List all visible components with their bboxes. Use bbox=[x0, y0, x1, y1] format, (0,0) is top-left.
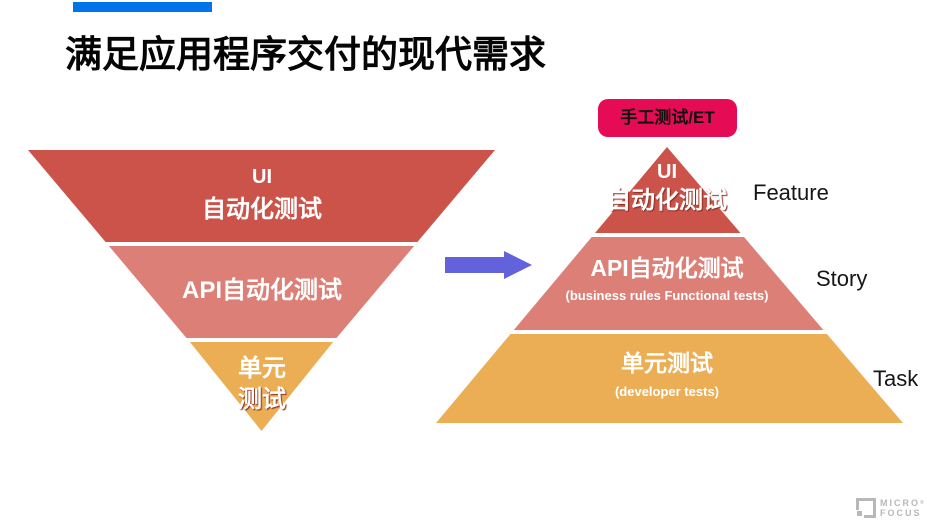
right-pyramid-unit-label: 单元测试 bbox=[621, 350, 713, 376]
manual-test-box bbox=[598, 99, 737, 137]
left-pyramid-ui-section bbox=[28, 150, 495, 242]
right-pyramid-unit-section bbox=[436, 334, 903, 423]
micro-focus-logo: MICRO® FOCUS bbox=[856, 495, 936, 521]
left-pyramid-ui-label-line1: UI bbox=[252, 166, 272, 188]
micro-focus-logo-text: MICRO® FOCUS bbox=[880, 498, 924, 518]
micro-focus-logo-icon bbox=[856, 498, 876, 518]
registered-mark-icon: ® bbox=[920, 500, 924, 506]
right-pyramid-unit-sublabel: (developer tests) bbox=[614, 384, 720, 399]
right-pyramid-api-section bbox=[513, 237, 824, 330]
logo-line2: FOCUS bbox=[880, 508, 922, 518]
right-pyramid-api-sublabel: (business rules Functional tests) bbox=[565, 288, 769, 303]
right-pyramid-api-label: API自动化测试 bbox=[590, 255, 744, 281]
slide-title: 满足应用程序交付的现代需求 bbox=[65, 34, 546, 75]
left-pyramid-unit-section bbox=[189, 342, 334, 431]
left-pyramid-ui-label-line2: 自动化测试 bbox=[202, 196, 322, 223]
right-pyramid-ui-label-line1: UI bbox=[657, 161, 677, 183]
title-accent-bar bbox=[73, 2, 212, 12]
logo-line1: MICRO® bbox=[880, 498, 924, 508]
right-pyramid-ui-section bbox=[595, 147, 741, 233]
right-pyramid-ui-label-line2: 自动化测试 bbox=[607, 187, 727, 214]
left-pyramid-api-section bbox=[108, 246, 415, 338]
left-pyramid-unit-label-line2: 测试 bbox=[238, 386, 286, 413]
left-pyramid-api-label: API自动化测试 bbox=[181, 277, 342, 304]
feature-label: Feature bbox=[753, 180, 829, 205]
manual-test-box-label: 手工测试/ET bbox=[620, 108, 715, 127]
right-arrow-icon bbox=[445, 251, 532, 279]
task-label: Task bbox=[873, 366, 919, 391]
story-label: Story bbox=[816, 266, 868, 291]
left-pyramid-unit-label-line1: 单元 bbox=[238, 355, 286, 382]
